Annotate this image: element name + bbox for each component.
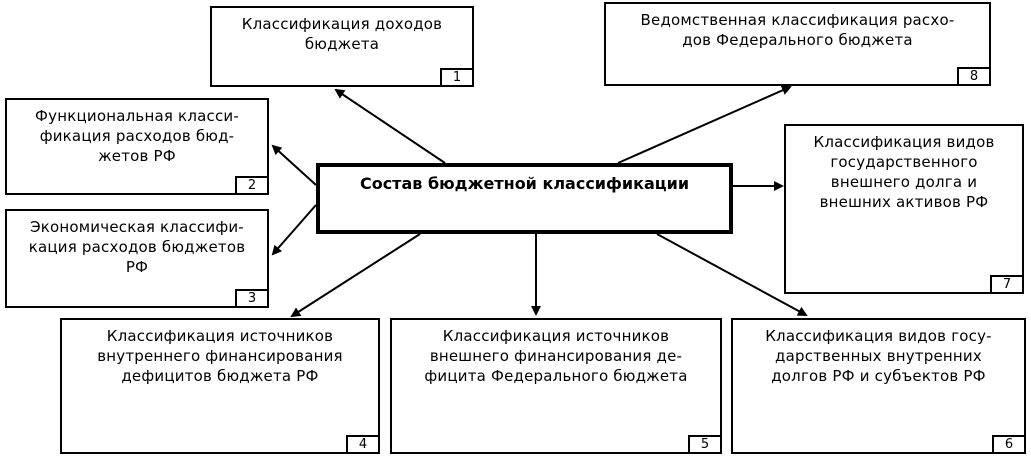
box-6-line-1: Классификация видов госу- (765, 327, 992, 345)
arrow-to-box-6 (656, 233, 808, 316)
arrow-to-box-3 (271, 204, 317, 256)
box-4-line-2: внутреннего финансирования (97, 347, 343, 365)
box-3-label: Экономическая классифи- кация расходов б… (13, 217, 261, 277)
arrow-to-box-4 (290, 233, 421, 318)
box-2-line-3: жетов РФ (98, 147, 176, 165)
arrow-to-box-8 (617, 85, 792, 164)
box-8-line-2: дов Федерального бюджета (682, 31, 913, 49)
box-7-line-1: Классификация видов (813, 133, 995, 151)
box-4-line-3: дефицитов бюджета РФ (121, 367, 319, 385)
box-6-number: 6 (992, 435, 1026, 454)
box-4-line-1: Классификация источников (106, 327, 334, 345)
box-7-line-2: государственного (830, 153, 978, 171)
box-6-line-2: дарственных внутренних (775, 347, 982, 365)
box-2-number: 2 (235, 176, 269, 195)
box-1-line-1: Классификация доходов (241, 15, 443, 33)
box-8: Ведомственная классификация расхо- дов Ф… (604, 2, 991, 86)
box-7-line-4: внешних активов РФ (819, 193, 989, 211)
box-1: Классификация доходов бюджета 1 (210, 6, 474, 87)
box-3-line-1: Экономическая классифи- (30, 218, 244, 236)
box-3-number: 3 (235, 289, 269, 308)
box-1-number: 1 (440, 68, 474, 87)
box-2-line-2: фикация расходов бюд- (39, 127, 235, 145)
center-box: Состав бюджетной классификации (316, 163, 733, 234)
box-3: Экономическая классифи- кация расходов б… (5, 209, 269, 308)
box-5-number: 5 (688, 435, 722, 454)
box-2: Функциональная класси- фикация расходов … (5, 98, 269, 195)
arrow-to-box-1 (334, 88, 446, 164)
box-7-line-3: внешнего долга и (830, 173, 978, 191)
box-3-line-3: РФ (125, 258, 149, 276)
box-4-label: Классификация источников внутреннего фин… (68, 326, 372, 386)
box-4-number: 4 (346, 435, 380, 454)
box-1-line-2: бюджета (304, 35, 380, 53)
box-2-line-1: Функциональная класси- (35, 107, 239, 125)
box-8-label: Ведомственная классификация расхо- дов Ф… (612, 10, 983, 50)
box-5: Классификация источников внешнего финанс… (390, 318, 722, 454)
box-7: Классификация видов государственного вне… (784, 124, 1024, 294)
box-1-label: Классификация доходов бюджета (218, 14, 466, 54)
box-2-label: Функциональная класси- фикация расходов … (13, 106, 261, 166)
box-6-line-3: долгов РФ и субъектов РФ (771, 367, 986, 385)
box-4: Классификация источников внутреннего фин… (60, 318, 380, 454)
box-5-line-3: фицита Федерального бюджета (424, 367, 688, 385)
box-3-line-2: кация расходов бюджетов (28, 238, 246, 256)
box-6: Классификация видов госу- дарственных вн… (731, 318, 1026, 454)
center-title: Состав бюджетной классификации (359, 174, 690, 193)
box-5-line-1: Классификация источников (442, 327, 670, 345)
box-8-number: 8 (957, 67, 991, 86)
box-7-label: Классификация видов государственного вне… (792, 132, 1016, 212)
box-7-number: 7 (990, 275, 1024, 294)
box-6-label: Классификация видов госу- дарственных вн… (739, 326, 1018, 386)
arrow-to-box-2 (271, 144, 317, 186)
box-8-line-1: Ведомственная классификация расхо- (640, 11, 955, 29)
box-5-line-2: внешнего финансирования де- (429, 347, 683, 365)
box-5-label: Классификация источников внешнего финанс… (398, 326, 714, 386)
